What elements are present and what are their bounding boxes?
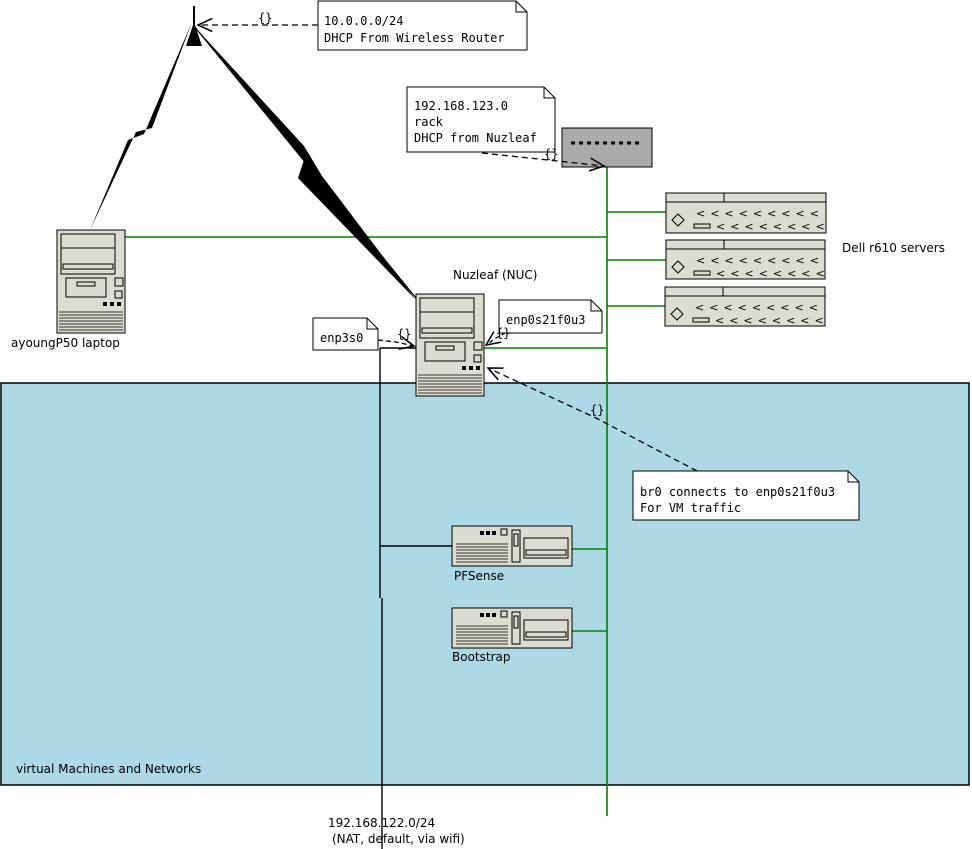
wifi-anchor-mark: {} — [258, 11, 272, 25]
network-switch-icon — [561, 127, 653, 168]
svg-text:<<<<<<<<<: <<<<<<<<< — [696, 207, 824, 220]
br0-note: br0 connects to enp0s21f0u3 For VM traff… — [632, 470, 860, 521]
enp3s0-anchor-mark: {} — [397, 327, 411, 341]
vm-area-label: virtual Machines and Networks — [16, 762, 201, 776]
pfsense-label: PFSense — [454, 569, 504, 583]
nat-subnet-label: 192.168.122.0/24 — [328, 816, 435, 830]
rack-note-subnet: 192.168.123.0 — [414, 99, 508, 113]
nat-description-label: (NAT, default, via wifi) — [332, 832, 465, 846]
wireless-link-laptop — [90, 22, 192, 230]
wifi-note: 10.0.0.0/24 DHCP From Wireless Router — [317, 0, 528, 51]
enp0s21f0u3-note-label: enp0s21f0u3 — [506, 313, 585, 327]
br0-anchor-mark: {} — [590, 403, 604, 417]
rack-note: 192.168.123.0 rack DHCP from Nuzleaf — [406, 86, 556, 153]
laptop-label: ayoungP50 laptop — [11, 336, 120, 350]
rack-note-dhcp: DHCP from Nuzleaf — [414, 131, 537, 145]
rack-server-icon: <<<<<<<<< <<<<<<<< — [665, 239, 830, 280]
nuc-label: Nuzleaf (NUC) — [453, 268, 538, 282]
bootstrap-label: Bootstrap — [452, 650, 510, 664]
rack-server-icon: <<<<<<<<< <<<<<<<< — [664, 286, 829, 327]
wifi-note-dhcp: DHCP From Wireless Router — [324, 31, 505, 45]
enp0s21f0u3-anchor-mark: {} — [496, 326, 510, 340]
rack-network — [125, 165, 666, 816]
rack-anchor-mark: {} — [544, 147, 558, 161]
svg-text:<<<<<<<<<: <<<<<<<<< — [696, 254, 824, 267]
wireless-link-nuc — [194, 26, 416, 300]
vm-area — [0, 382, 970, 786]
tower-pc-icon — [415, 293, 485, 397]
svg-text:<<<<<<<<<: <<<<<<<<< — [695, 301, 823, 314]
svg-text:<<<<<<<<: <<<<<<<< — [716, 220, 830, 233]
desktop-pc-icon — [451, 525, 573, 567]
rack-note-name: rack — [414, 115, 444, 129]
tower-pc-icon — [56, 229, 126, 334]
desktop-pc-icon — [451, 607, 573, 649]
svg-text:<<<<<<<<: <<<<<<<< — [716, 267, 830, 280]
enp3s0-note: enp3s0 — [312, 317, 379, 351]
enp3s0-note-label: enp3s0 — [320, 331, 363, 345]
svg-text:<<<<<<<<: <<<<<<<< — [715, 314, 829, 327]
rack-server-icon: <<<<<<<<< <<<<<<<< — [665, 192, 830, 234]
br0-note-line1: br0 connects to enp0s21f0u3 — [640, 485, 835, 499]
enp0s21f0u3-note: enp0s21f0u3 — [498, 299, 603, 334]
servers-label: Dell r610 servers — [842, 241, 945, 255]
wifi-note-subnet: 10.0.0.0/24 — [324, 14, 403, 28]
br0-note-line2: For VM traffic — [640, 501, 741, 515]
wireless-antenna-icon — [186, 6, 202, 46]
